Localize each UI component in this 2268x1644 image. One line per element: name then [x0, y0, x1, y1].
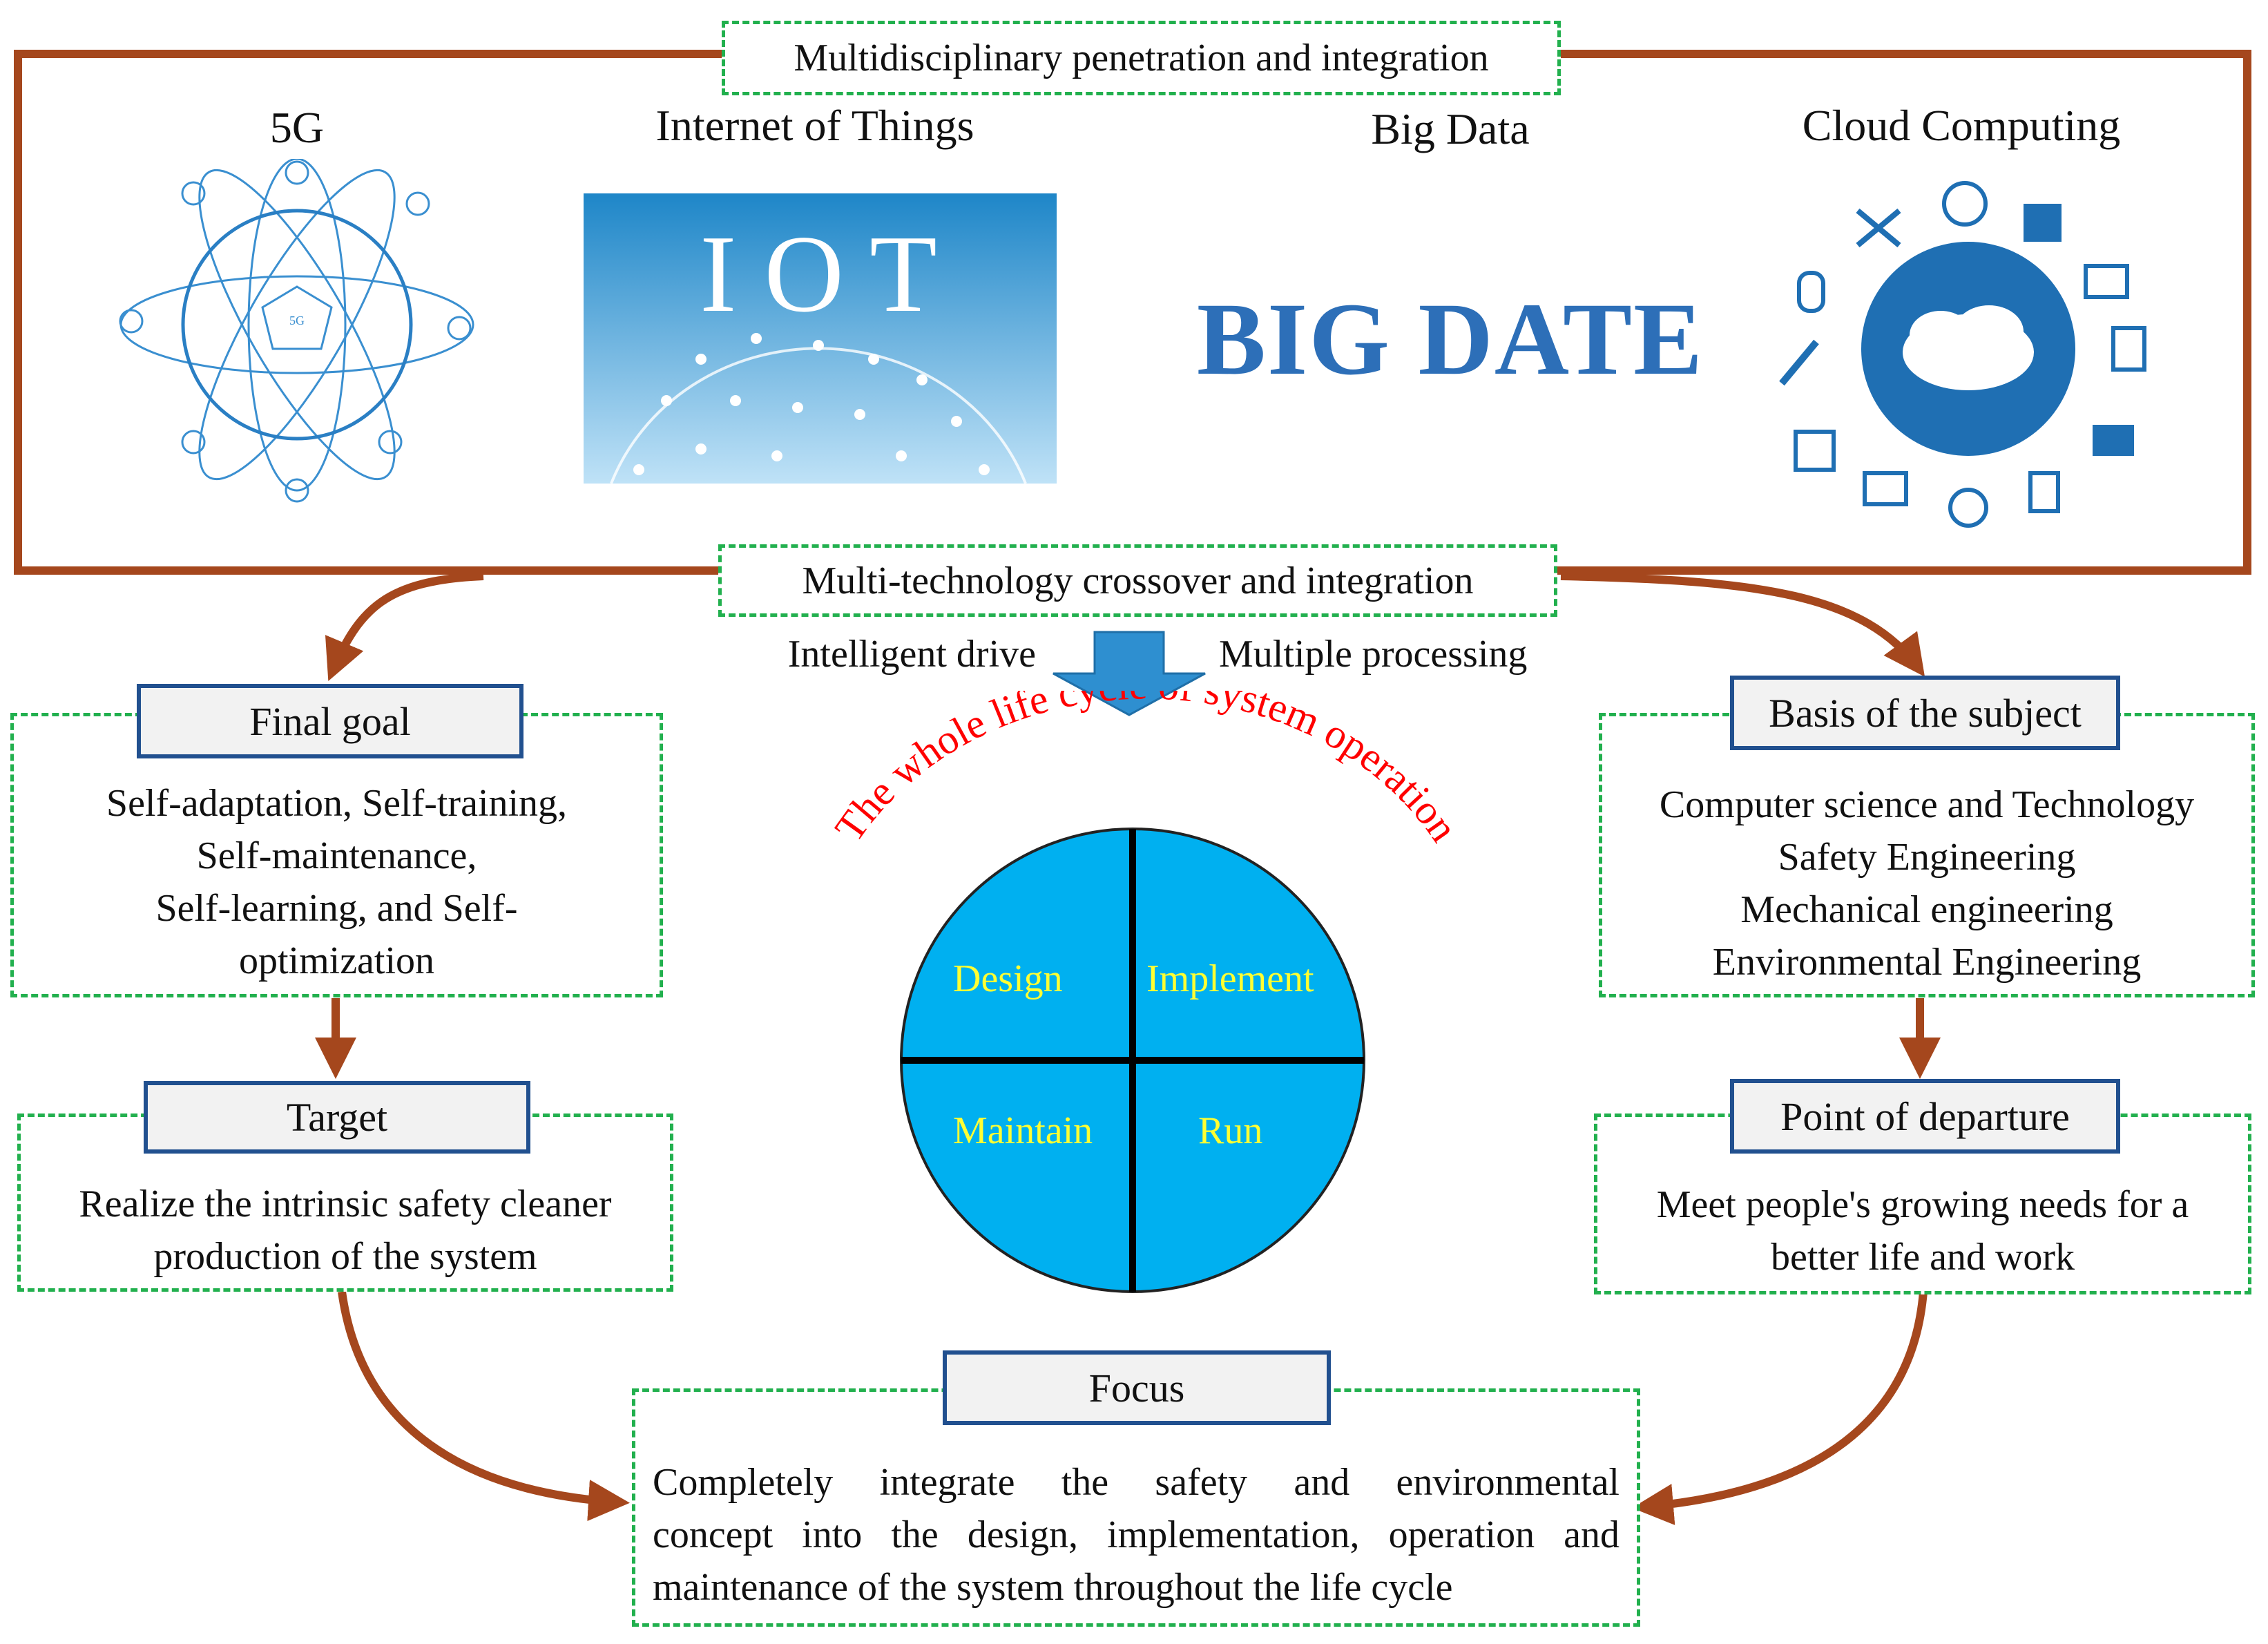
final-goal-line: Self-adaptation, Self-training, — [106, 782, 568, 825]
quadrant-run: Run — [1198, 1109, 1263, 1152]
iot-image-text: I O T — [700, 212, 937, 335]
focus-label: Focus — [943, 1350, 1331, 1425]
down-arrow — [1053, 631, 1206, 716]
departure-line: better life and work — [1770, 1236, 2075, 1279]
quadrant-implement: Implement — [1146, 957, 1314, 1000]
5g-network-icon: 5G — [119, 159, 474, 503]
basis-label: Basis of the subject — [1730, 676, 2120, 750]
arrow-to-basis — [1560, 572, 1925, 677]
arrow-departure-to-focus — [1632, 1291, 1928, 1525]
basis-label-text: Basis of the subject — [1769, 690, 2082, 736]
target-text: Realize the intrinsic safety cleaner pro… — [17, 1178, 673, 1283]
arrow-target-to-focus — [338, 1291, 630, 1522]
focus-line: maintenance of the system throughout the… — [653, 1566, 1453, 1609]
quadrant-design: Design — [953, 957, 1063, 1000]
big-data-wordart: BIG DATE — [1196, 282, 1704, 396]
lifecycle-circle — [900, 828, 1365, 1293]
basis-line: Environmental Engineering — [1712, 941, 2142, 984]
focus-text: Completely integrate the safety and envi… — [653, 1456, 1620, 1614]
multidisciplinary-banner: Multidisciplinary penetration and integr… — [722, 21, 1561, 95]
crossover-banner-text: Multi-technology crossover and integrati… — [802, 559, 1474, 602]
focus-line: Completely integrate the safety and envi… — [653, 1461, 1620, 1504]
iot-image: I O T — [584, 193, 1057, 484]
target-line: production of the system — [153, 1235, 537, 1278]
tech-title-5g: 5G — [269, 103, 325, 152]
departure-line: Meet people's growing needs for a — [1656, 1183, 2189, 1226]
focus-box — [632, 1388, 1640, 1627]
target-line: Realize the intrinsic safety cleaner — [79, 1183, 612, 1225]
departure-label: Point of departure — [1730, 1079, 2120, 1154]
focus-line: concept into the design, implementation,… — [653, 1513, 1620, 1556]
arrow-to-final-goal — [325, 572, 484, 682]
final-goal-box — [10, 713, 663, 997]
departure-label-text: Point of departure — [1780, 1093, 2070, 1139]
cloud-computing-icon — [1779, 181, 2146, 528]
tech-title-big-data: Big Data — [1371, 104, 1530, 153]
crossover-banner: Multi-technology crossover and integrati… — [718, 544, 1557, 617]
tech-title-cloud: Cloud Computing — [1802, 101, 2121, 150]
target-label: Target — [144, 1081, 530, 1154]
target-label-text: Target — [286, 1095, 388, 1140]
basis-box — [1599, 713, 2255, 997]
basis-line: Mechanical engineering — [1740, 888, 2113, 931]
multiple-processing-label: Multiple processing — [1219, 633, 1528, 676]
intelligent-drive-label: Intelligent drive — [787, 633, 1036, 676]
final-goal-text: Self-adaptation, Self-training, Self-mai… — [10, 777, 663, 987]
final-goal-line: optimization — [238, 939, 435, 982]
quadrant-maintain: Maintain — [953, 1109, 1093, 1152]
tech-title-iot: Internet of Things — [655, 101, 974, 150]
multidisciplinary-banner-text: Multidisciplinary penetration and integr… — [794, 37, 1489, 79]
final-goal-label: Final goal — [137, 684, 523, 758]
basis-text: Computer science and Technology Safety E… — [1599, 778, 2255, 988]
focus-label-text: Focus — [1088, 1365, 1185, 1411]
basis-line: Computer science and Technology — [1659, 783, 2195, 826]
technology-frame — [14, 50, 2251, 575]
5g-icon-label: 5G — [289, 314, 305, 327]
basis-line: Safety Engineering — [1778, 836, 2076, 879]
lifecycle-arc-title: The whole life cycle of system operation — [826, 691, 1467, 850]
final-goal-line: Self-learning, and Self- — [155, 887, 518, 930]
departure-text: Meet people's growing needs for a better… — [1594, 1178, 2251, 1283]
final-goal-line: Self-maintenance, — [196, 834, 477, 877]
final-goal-label-text: Final goal — [249, 698, 411, 744]
